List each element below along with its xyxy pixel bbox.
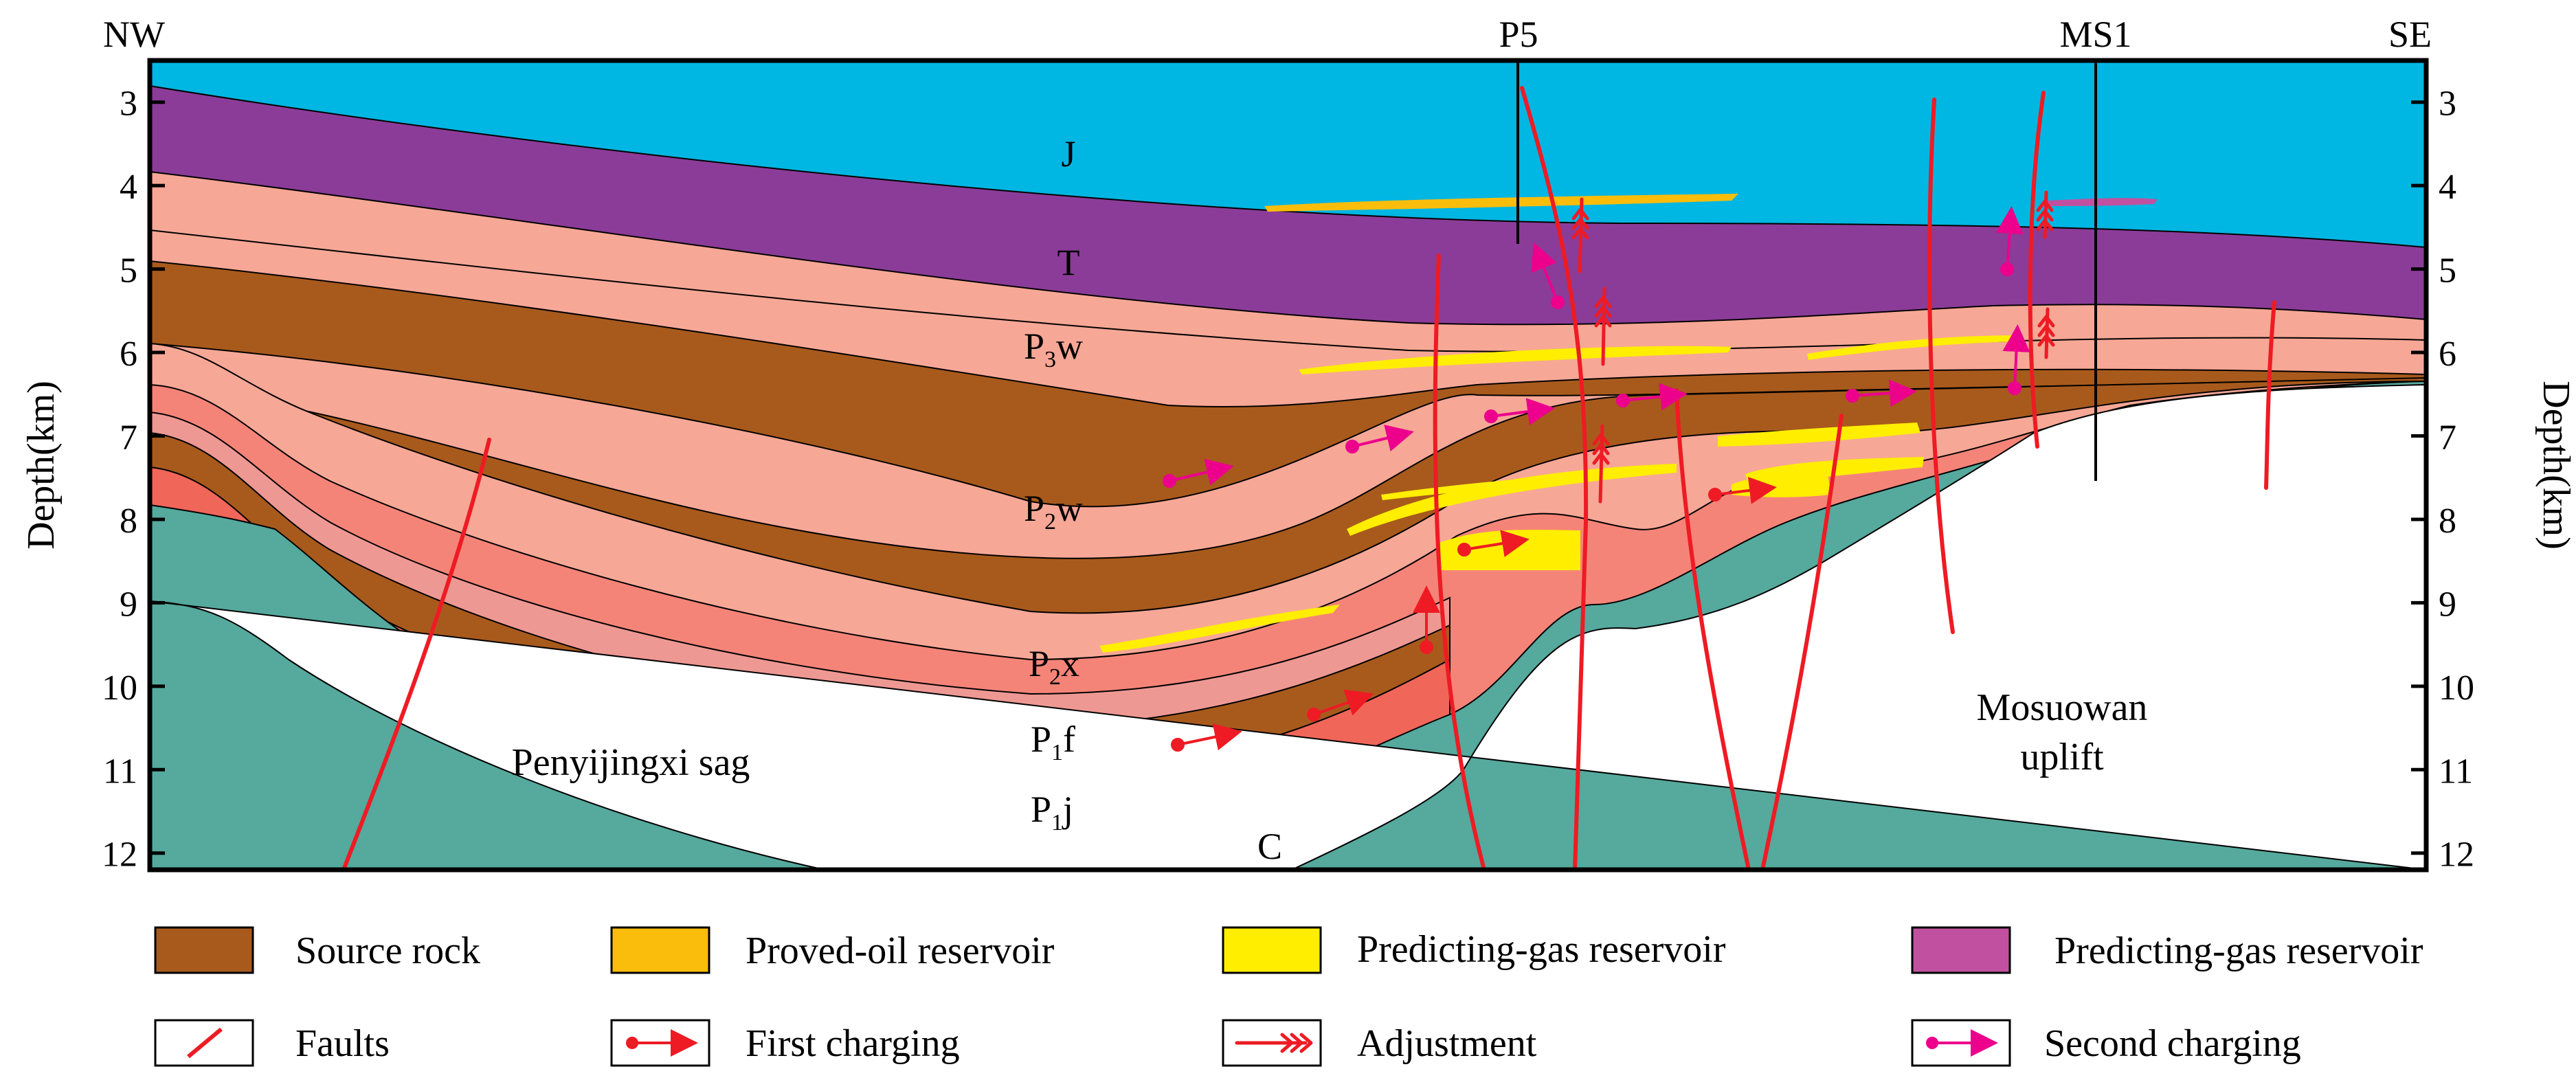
legend-label-proved-oil: Proved-oil reservoir — [746, 930, 1055, 972]
second-charging-arrow — [1995, 206, 2024, 276]
second-charging-arrow — [2002, 324, 2030, 395]
legend-swatch-gas-yellow — [1222, 926, 1322, 974]
formation-label-p3w: P3w — [1024, 326, 1083, 372]
legend-label-gas-purple: Predicting-gas reservoir — [2054, 930, 2423, 972]
first-charging-arrow — [1307, 689, 1374, 721]
legend-label-adjustment: Adjustment — [1357, 1022, 1537, 1065]
legend-label-gas-yellow: Predicting-gas reservoir — [1357, 928, 1726, 971]
depth-tick-label-left: 3 — [120, 85, 137, 124]
depth-tick-label-right: 5 — [2439, 251, 2456, 291]
second-charging-arrows — [1163, 206, 2030, 488]
first-charging-arrow — [1708, 477, 1777, 504]
section-frame — [147, 58, 2429, 873]
second-charging-arrow — [1846, 379, 1917, 407]
depth-tick-label-right: 3 — [2439, 85, 2456, 124]
faults-group — [341, 86, 2276, 870]
depth-ticks-right: 3 4 5 6 7 8 9 10 11 12 — [2411, 85, 2474, 875]
first-charging-arrow — [1457, 530, 1530, 557]
first-charging-arrow — [1413, 585, 1440, 654]
depth-tick-label-right: 7 — [2439, 418, 2456, 457]
adjustment-arrow — [2037, 307, 2055, 359]
depth-tick-label-right: 4 — [2439, 168, 2456, 207]
region-label-uplift-1: Mosuowan — [1977, 686, 2148, 729]
depth-tick-label-left: 6 — [120, 335, 137, 374]
depth-tick-label-right: 9 — [2439, 585, 2456, 624]
cross-section — [150, 60, 2426, 870]
well-ms1-label: MS1 — [2059, 14, 2131, 55]
second-charging-arrow — [1484, 398, 1555, 425]
depth-tick-label-left: 8 — [120, 502, 137, 541]
legend-fault-line — [187, 1027, 223, 1059]
formation-label-p2x: P2x — [1029, 643, 1079, 690]
adjustment-arrow — [1594, 286, 1612, 366]
depth-tick-label-left: 10 — [102, 668, 137, 708]
formation-label-p1f: P1f — [1031, 719, 1075, 765]
adjustment-arrow — [1592, 424, 1610, 504]
second-charging-arrow — [1163, 458, 1234, 488]
first-charging-arrows — [1171, 477, 1777, 752]
gas-reservoir-purple-lens — [2048, 198, 2158, 206]
formation-label-p2w: P2w — [1024, 488, 1083, 535]
depth-tick-label-left: 7 — [120, 418, 137, 457]
oil-reservoir-lens — [1264, 194, 1738, 212]
second-charging-arrow — [1616, 383, 1688, 411]
formation-label-j: J — [1061, 133, 1075, 175]
legend-swatch-source-rock — [154, 926, 254, 974]
legend-swatch-faults — [154, 1019, 254, 1067]
depth-tick-label-right: 6 — [2439, 335, 2456, 374]
second-charging-arrow — [1531, 242, 1565, 309]
depth-tick-label-right: 12 — [2439, 835, 2474, 875]
legend: Source rock Proved-oil reservoir Predict… — [154, 926, 2423, 1067]
second-charging-arrow — [1345, 425, 1414, 453]
depth-axis-label-left: Depth(km) — [20, 381, 63, 550]
region-label-uplift-2: uplift — [2020, 736, 2104, 778]
depth-axis-label-right: Depth(km) — [2535, 381, 2576, 550]
depth-ticks-left: 3 4 5 6 7 8 9 10 11 12 — [102, 85, 165, 875]
legend-label-second-charging: Second charging — [2044, 1022, 2301, 1065]
depth-tick-label-right: 11 — [2439, 752, 2473, 791]
legend-label-source-rock: Source rock — [295, 930, 480, 972]
depth-tick-label-right: 10 — [2439, 668, 2474, 708]
adjustment-arrow — [2036, 190, 2054, 239]
depth-tick-label-left: 12 — [102, 835, 137, 875]
legend-swatch-gas-purple — [1911, 926, 2011, 974]
depth-tick-label-left: 4 — [120, 168, 137, 207]
depth-tick-label-right: 8 — [2439, 502, 2456, 541]
orientation-nw: NW — [103, 14, 165, 55]
adjustment-arrow — [1571, 197, 1589, 273]
layer-basement — [150, 383, 2426, 870]
formation-label-c: C — [1257, 826, 1282, 867]
legend-label-faults: Faults — [295, 1022, 390, 1065]
depth-tick-label-left: 9 — [120, 585, 137, 624]
formation-label-t: T — [1057, 242, 1080, 283]
legend-label-first-charging: First charging — [746, 1022, 960, 1065]
well-p5-label: P5 — [1499, 14, 1538, 55]
depth-tick-label-left: 5 — [120, 251, 137, 291]
orientation-se: SE — [2388, 14, 2432, 55]
depth-tick-label-left: 11 — [103, 752, 137, 791]
first-charging-arrow — [1171, 723, 1242, 752]
formation-label-p1j: P1j — [1031, 789, 1073, 835]
adjustment-arrows — [1571, 190, 2055, 504]
region-label-sag: Penyijingxi sag — [512, 741, 750, 784]
legend-swatch-proved-oil — [610, 926, 710, 974]
